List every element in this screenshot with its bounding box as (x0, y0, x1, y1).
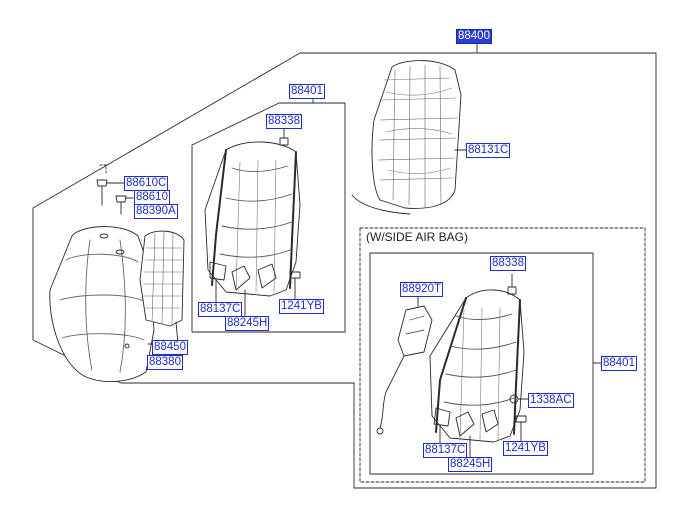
callout-1241YB-airbag[interactable]: 1241YB (503, 441, 548, 456)
airbag-frame-box (369, 252, 594, 475)
callout-88401-upper[interactable]: 88401 (289, 84, 325, 99)
callout-88137C-upper[interactable]: 88137C (198, 302, 243, 317)
cushion-pad-shape (139, 230, 185, 345)
callout-88401-airbag[interactable]: 88401 (601, 356, 637, 371)
headrest-guides-shape (96, 164, 134, 215)
callout-88131C[interactable]: 88131C (466, 143, 511, 158)
seat-frame-airbag-shape (429, 273, 525, 443)
callout-88450[interactable]: 88450 (152, 340, 188, 355)
seat-back-panel-shape (351, 60, 467, 215)
callout-1338AC[interactable]: 1338AC (528, 393, 574, 408)
nut-bolt-airbag-shape (509, 394, 529, 443)
airbag-variant-note: (W/SIDE AIR BAG) (364, 230, 471, 244)
callout-88610[interactable]: 88610 (134, 190, 170, 205)
callout-88380[interactable]: 88380 (147, 355, 183, 370)
callout-88245H-airbag[interactable]: 88245H (448, 457, 493, 472)
seat-frame-upper-shape (204, 124, 301, 297)
callout-88920T[interactable]: 88920T (400, 282, 444, 297)
callout-88400[interactable]: 88400 (456, 29, 492, 44)
bolt-upper-shape (289, 271, 301, 301)
callout-88338-airbag[interactable]: 88338 (490, 256, 526, 271)
callout-88610C[interactable]: 88610C (124, 176, 169, 191)
assembly-boundary (32, 42, 657, 489)
bracket-lever-airbag-shape (433, 407, 499, 459)
side-airbag-module-shape (376, 295, 433, 435)
callout-88338-upper[interactable]: 88338 (266, 114, 302, 129)
callout-88137C-airbag[interactable]: 88137C (423, 443, 468, 458)
airbag-variant-box (359, 227, 646, 483)
callout-88245H-upper[interactable]: 88245H (225, 316, 270, 331)
callout-1241YB-upper[interactable]: 1241YB (279, 299, 324, 314)
bracket-lever-upper-shape (209, 261, 277, 318)
frame-subassembly-box (191, 102, 346, 333)
seat-cover-shape (49, 226, 155, 383)
callout-88390A[interactable]: 88390A (134, 204, 178, 219)
